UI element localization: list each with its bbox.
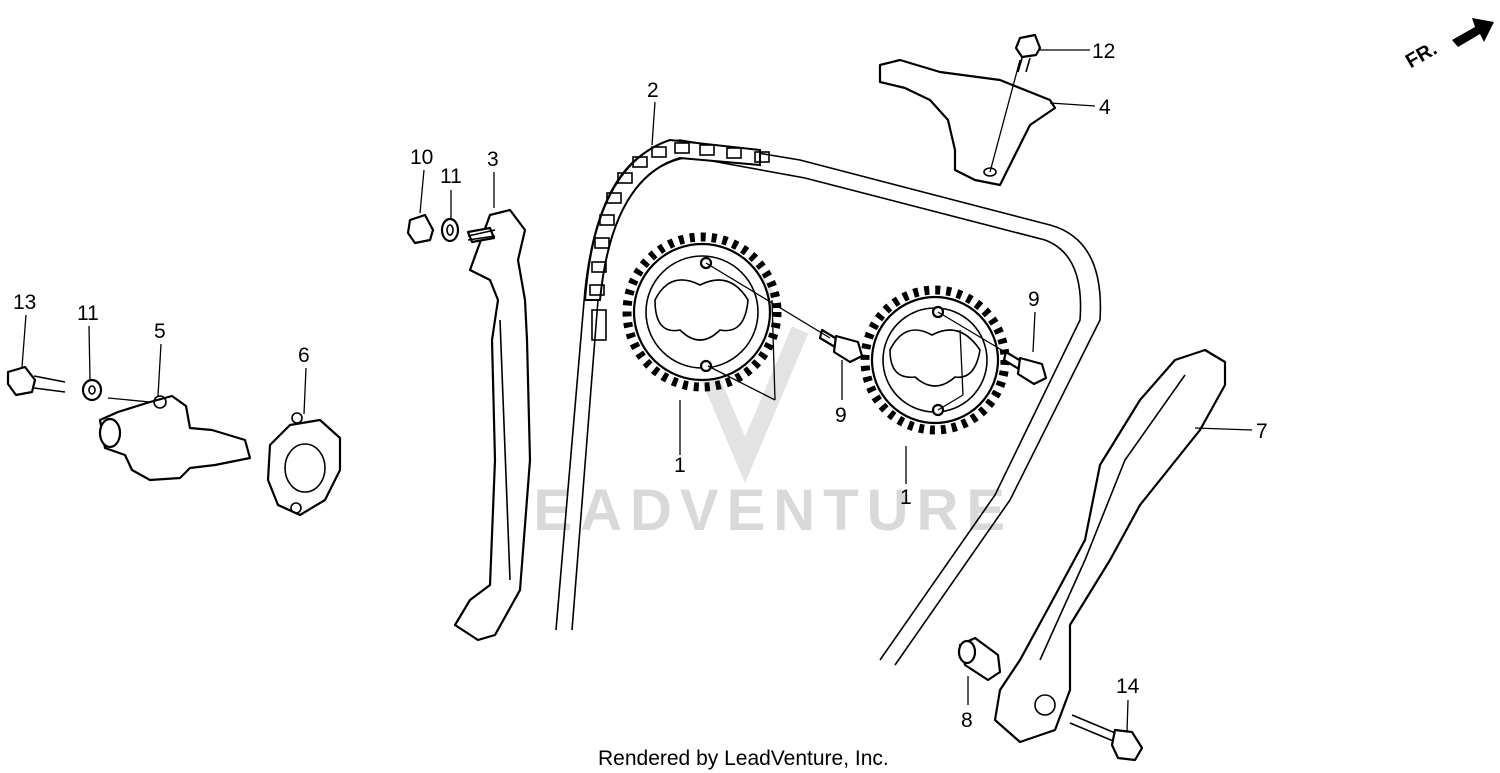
callout-4: 4 <box>1099 96 1111 119</box>
washer-upper <box>440 217 460 243</box>
callout-14: 14 <box>1116 675 1140 698</box>
callout-6: 6 <box>298 344 310 367</box>
callout-5: 5 <box>154 320 166 343</box>
callout-9: 9 <box>1028 288 1040 311</box>
timing-chain <box>555 138 1102 666</box>
callout-10: 10 <box>410 146 433 169</box>
callout-3: 3 <box>487 148 499 171</box>
tensioner-bolt <box>6 365 66 397</box>
guide-stud <box>467 229 496 241</box>
callout-8: 8 <box>961 709 973 732</box>
chain-guide <box>453 208 532 642</box>
washer-lower <box>81 378 103 402</box>
callouts: 1 1 2 3 4 5 6 7 8 9 9 10 11 11 12 13 14 <box>13 40 1268 732</box>
tensioner-slider <box>993 348 1227 744</box>
callout-7: 7 <box>1256 420 1268 443</box>
callout-11: 11 <box>440 165 462 188</box>
callout-1: 1 <box>900 486 912 509</box>
flange-nut <box>406 213 435 245</box>
watermark-text: LEADVENTURE <box>490 478 1013 543</box>
front-direction-indicator: FR. <box>1402 18 1494 73</box>
front-arrow-icon <box>1452 18 1494 47</box>
chain-guide-bracket <box>878 58 1057 187</box>
cam-sprocket-right <box>860 285 1010 435</box>
sprocket-bolt-right <box>1002 350 1048 386</box>
sprocket-bolt-left <box>818 328 864 364</box>
callout-1: 1 <box>674 454 686 477</box>
callout-12: 12 <box>1092 40 1115 63</box>
callout-13: 13 <box>13 291 36 314</box>
callout-9: 9 <box>835 404 847 427</box>
watermark: LEADVENTURE <box>490 268 1013 543</box>
tensioner-gasket <box>266 412 342 517</box>
callout-2: 2 <box>647 79 659 102</box>
cam-chain-tensioner <box>98 394 252 482</box>
leader-lines <box>21 49 1253 733</box>
pivot-collar <box>957 636 1002 682</box>
pivot-bolt <box>1069 714 1144 762</box>
bracket-bolt <box>1014 33 1042 73</box>
cam-sprocket-left <box>622 232 782 392</box>
footer-credit: Rendered by LeadVenture, Inc. <box>598 747 889 770</box>
callout-11: 11 <box>77 302 99 325</box>
front-label: FR. <box>1402 38 1441 73</box>
